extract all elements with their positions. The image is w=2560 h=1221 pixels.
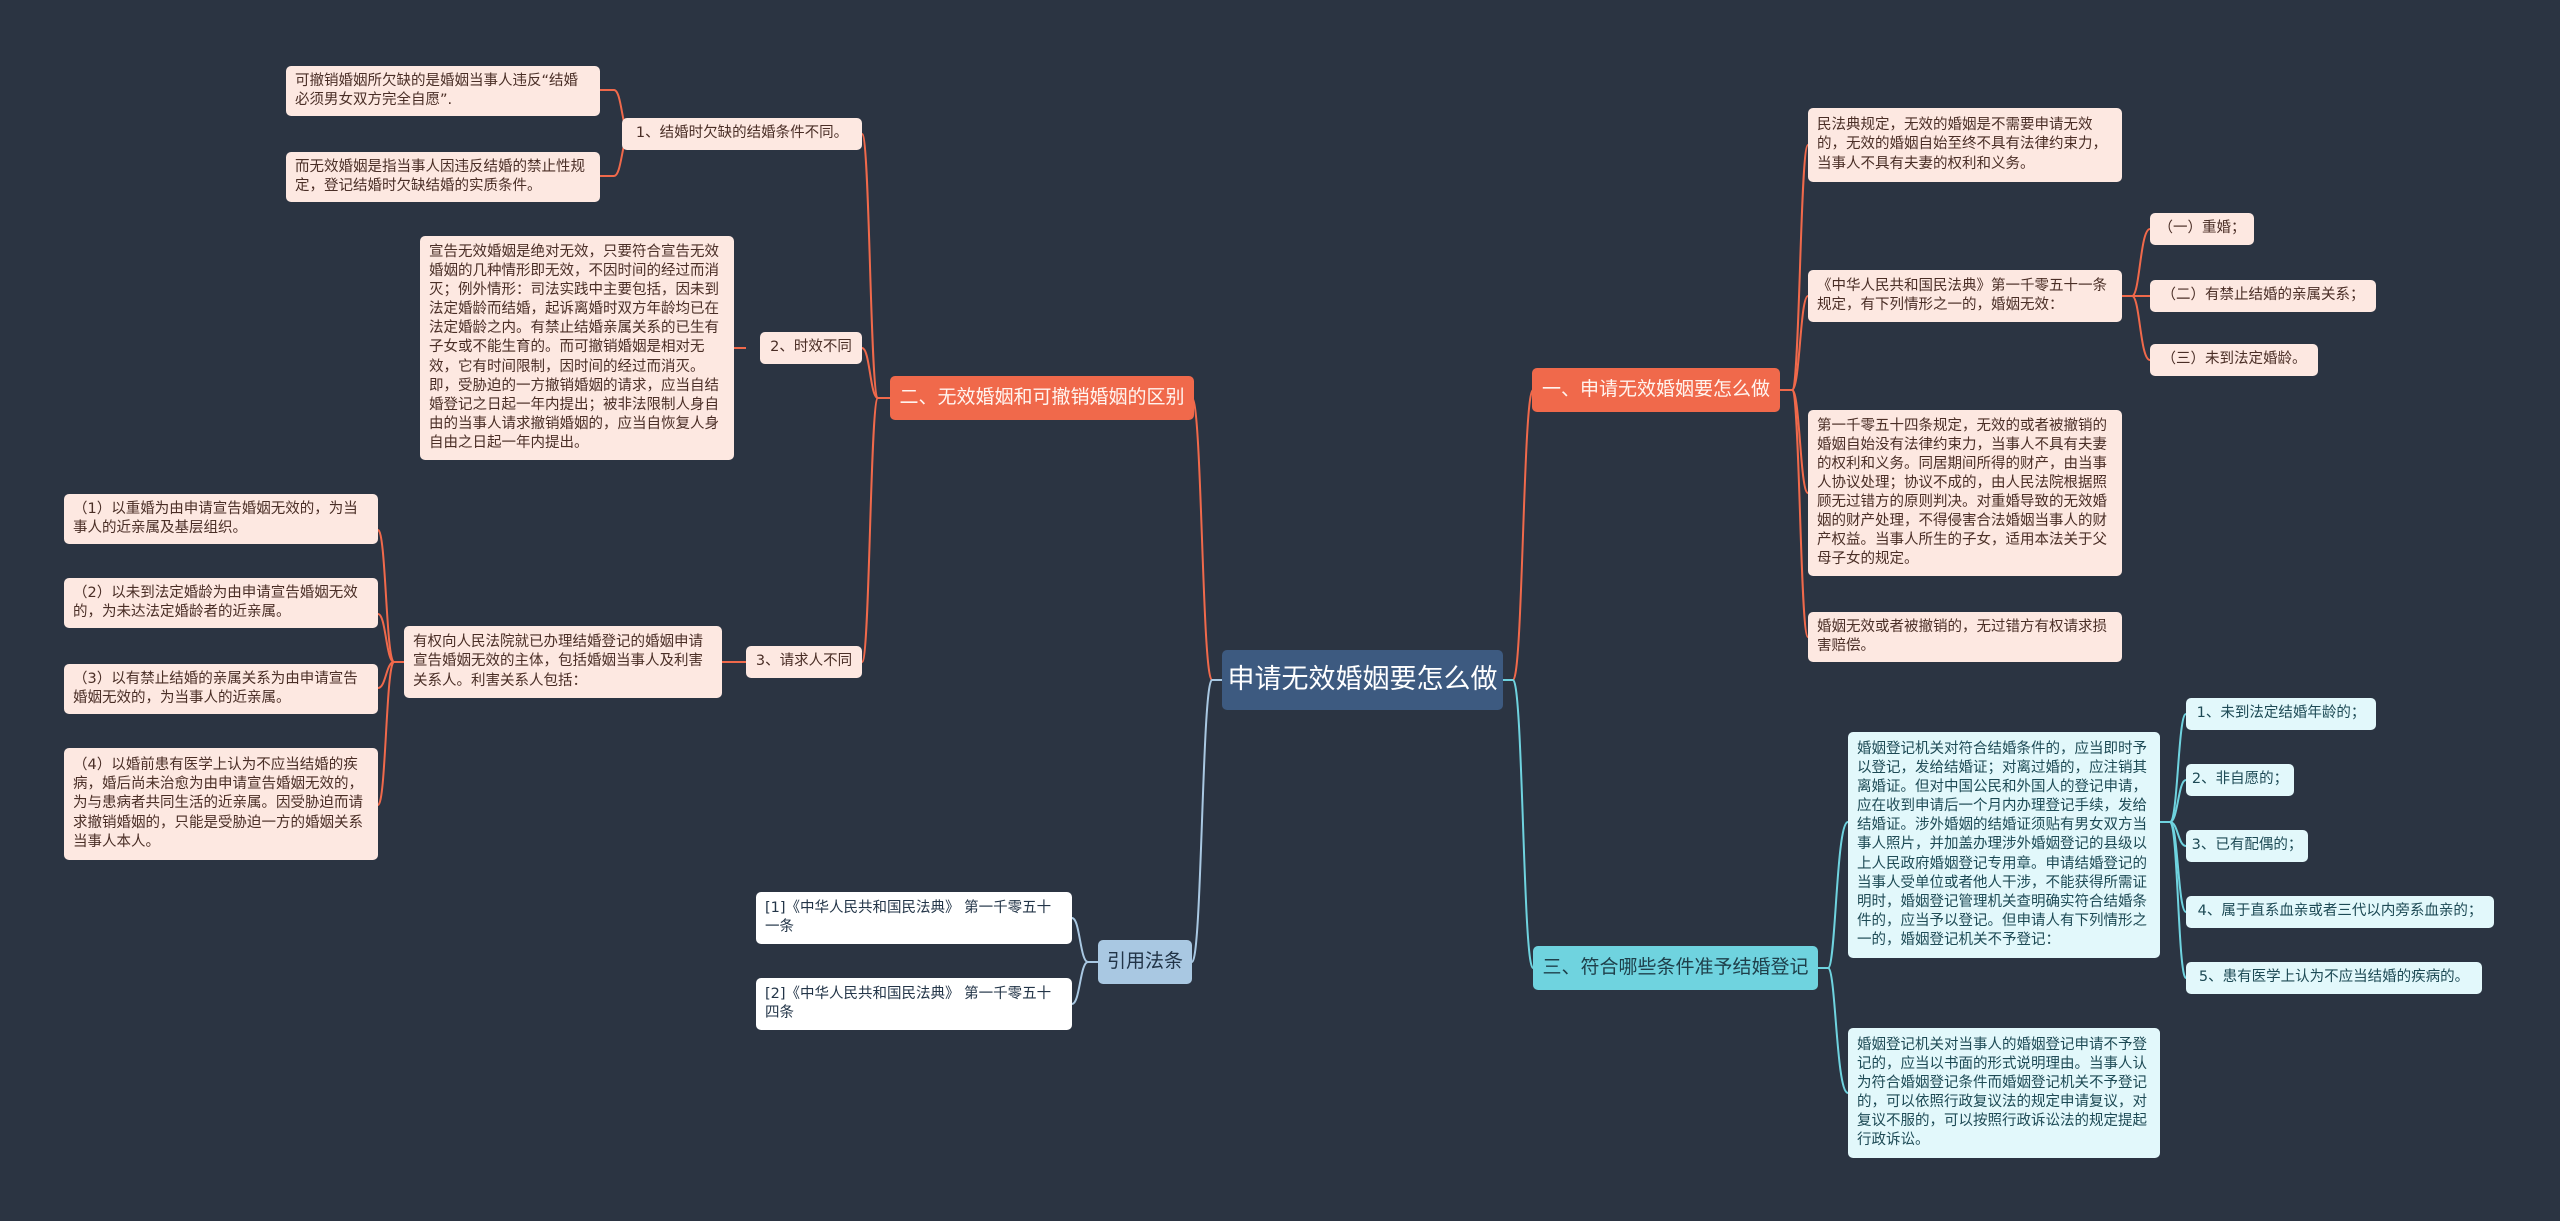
branch-node-b2[interactable]: 二、无效婚姻和可撤销婚姻的区别	[890, 376, 1194, 420]
leaf-petitioner-detail[interactable]: 有权向人民法院就已办理结婚登记的婚姻申请宣告婚姻无效的主体，包括婚姻当事人及利害…	[404, 626, 722, 698]
branch-label: 二、无效婚姻和可撤销婚姻的区别	[899, 386, 1185, 409]
branch-label: 一、申请无效婚姻要怎么做	[1541, 378, 1770, 401]
leaf-petitioner-item-1[interactable]: （1）以重婚为由申请宣告婚姻无效的，为当事人的近亲属及基层组织。	[64, 494, 378, 544]
leaf-petitioner-item-3[interactable]: （3）以有禁止结婚的亲属关系为由申请宣告婚姻无效的，为当事人的近亲属。	[64, 664, 378, 714]
leaf-void-marriage[interactable]: 而无效婚姻是指当事人因违反结婚的禁止性规定，登记结婚时欠缺结婚的实质条件。	[286, 152, 600, 202]
leaf-refuse-item-5[interactable]: 5、患有医学上认为不应当结婚的疾病的。	[2186, 962, 2482, 994]
leaf-petitioner-item-4[interactable]: （4）以婚前患有医学上认为不应当结婚的疾病，婚后尚未治愈为由申请宣告婚姻无效的，…	[64, 748, 378, 860]
root-node[interactable]: 申请无效婚姻要怎么做	[1222, 650, 1503, 710]
leaf-petitioner-item-2[interactable]: （2）以未到法定婚龄为由申请宣告婚姻无效的，为未达法定婚龄者的近亲属。	[64, 578, 378, 628]
leaf-item-underage[interactable]: （三）未到法定婚龄。	[2150, 344, 2318, 376]
leaf-refusal-appeal[interactable]: 婚姻登记机关对当事人的婚姻登记申请不予登记的，应当以书面的形式说明理由。当事人认…	[1848, 1028, 2160, 1158]
connector-root-b2	[1191, 397, 1222, 681]
leaf-limitation-detail[interactable]: 宣告无效婚姻是绝对无效，只要符合宣告无效婚姻的几种情形即无效，不因时间的经过而消…	[420, 236, 734, 460]
branch-node-b4[interactable]: 引用法条	[1098, 940, 1192, 984]
leaf-compensation[interactable]: 婚姻无效或者被撤销的，无过错方有权请求损害赔偿。	[1808, 612, 2122, 662]
root-label: 申请无效婚姻要怎么做	[1227, 664, 1498, 696]
leaf-refuse-item-2[interactable]: 2、非自愿的；	[2186, 764, 2294, 796]
leaf-diff-limitation[interactable]: 2、时效不同	[760, 332, 862, 364]
leaf-reference-1[interactable]: [1]《中华人民共和国民法典》 第一千零五十一条	[756, 892, 1072, 944]
leaf-civil-code[interactable]: 民法典规定，无效的婚姻是不需要申请无效的，无效的婚姻自始至终不具有法律约束力，当…	[1808, 108, 2122, 182]
branch-label: 引用法条	[1106, 950, 1183, 973]
leaf-diff-petitioner[interactable]: 3、请求人不同	[746, 646, 862, 678]
leaf-refuse-item-4[interactable]: 4、属于直系血亲或者三代以内旁系血亲的；	[2186, 896, 2494, 928]
leaf-refuse-item-3[interactable]: 3、已有配偶的；	[2186, 830, 2308, 862]
leaf-refuse-item-1[interactable]: 1、未到法定结婚年龄的；	[2186, 698, 2376, 730]
leaf-revocable-marriage[interactable]: 可撤销婚姻所欠缺的是婚姻当事人违反“结婚必须男女双方完全自愿”.	[286, 66, 600, 116]
leaf-article-1051[interactable]: 《中华人民共和国民法典》第一千零五十一条规定，有下列情形之一的，婚姻无效：	[1808, 270, 2122, 322]
connector-root-b3	[1503, 679, 1534, 969]
branch-label: 三、符合哪些条件准予结婚登记	[1542, 956, 1809, 979]
leaf-diff-conditions[interactable]: 1、结婚时欠缺的结婚条件不同。	[622, 118, 862, 150]
leaf-item-prohibited-kinship[interactable]: （二）有禁止结婚的亲属关系；	[2150, 280, 2376, 312]
leaf-reference-2[interactable]: [2]《中华人民共和国民法典》 第一千零五十四条	[756, 978, 1072, 1030]
branch-node-b3[interactable]: 三、符合哪些条件准予结婚登记	[1533, 946, 1818, 990]
leaf-item-bigamy[interactable]: （一）重婚；	[2150, 213, 2254, 245]
connector-root-b1	[1503, 389, 1534, 681]
leaf-article-1054[interactable]: 第一千零五十四条规定，无效的或者被撤销的婚姻自始没有法律约束力，当事人不具有夫妻…	[1808, 410, 2122, 576]
branch-node-b1[interactable]: 一、申请无效婚姻要怎么做	[1532, 368, 1780, 412]
leaf-registration-rule[interactable]: 婚姻登记机关对符合结婚条件的，应当即时予以登记，发给结婚证；对离过婚的，应注销其…	[1848, 732, 2160, 958]
connector-root-b4	[1191, 679, 1222, 963]
